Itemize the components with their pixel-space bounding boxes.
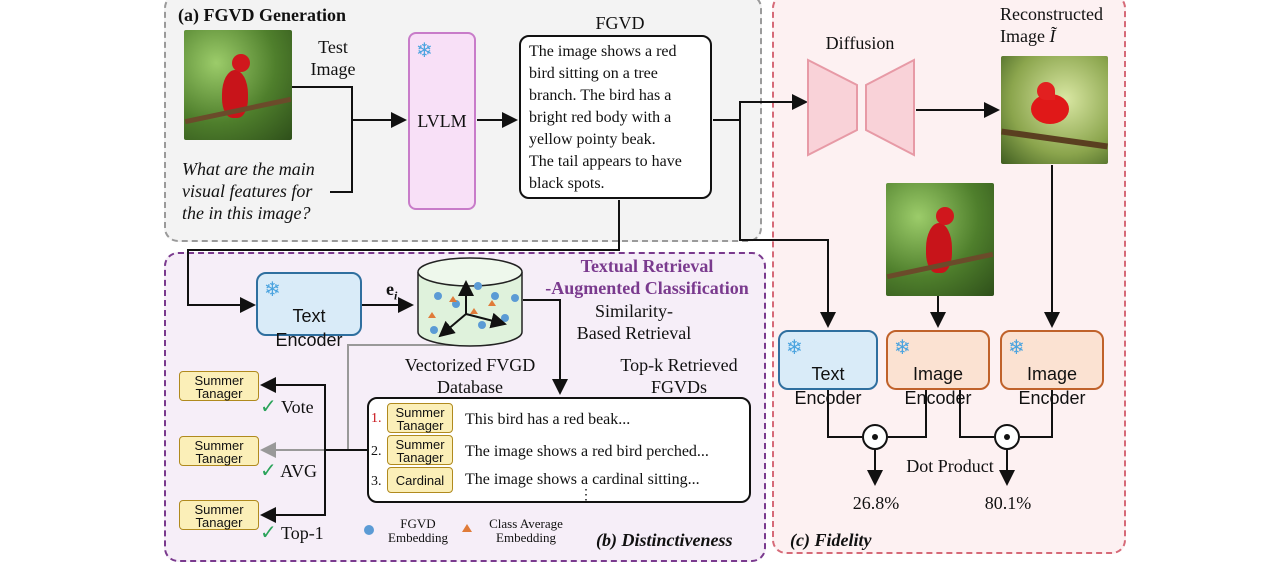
fidelity-score-2: 80.1% xyxy=(984,493,1032,513)
retrieved-index: 1. xyxy=(371,411,382,426)
connector-layer xyxy=(187,58,1060,535)
topk-label: Top-k Retrieved FGVDs xyxy=(620,355,738,397)
retrieved-class-tag: Cardinal xyxy=(387,467,453,493)
lvlm-box: ❄ LVLM xyxy=(408,32,476,210)
retrieved-text: This bird has a red beak... xyxy=(465,411,631,428)
database-label: Vectorized FVGD Database xyxy=(404,355,536,397)
fidelity-score-1: 26.8% xyxy=(852,493,900,513)
fgvd-description-box: The image shows a red bird sitting on a … xyxy=(519,35,712,199)
checkmark-icon: ✓ xyxy=(260,396,277,418)
similarity-retrieval-label: Similarity- Based Retrieval xyxy=(576,301,692,343)
retrieved-index: 2. xyxy=(371,444,382,459)
retrieved-text: The image shows a cardinal sitting... xyxy=(465,471,700,488)
checkmark-icon: ✓ xyxy=(260,522,277,544)
prediction-vote-label: ✓ Vote xyxy=(260,396,314,418)
lvlm-label: LVLM xyxy=(417,111,467,131)
reconstructed-label: Reconstructed Image Ĩ xyxy=(1000,4,1103,46)
reconstructed-bird-photo xyxy=(1001,56,1108,164)
diffusion-label: Diffusion xyxy=(825,33,895,53)
test-image-label: Test Image xyxy=(310,37,356,79)
text-encoder-c: ❄Text Encoder xyxy=(778,330,878,408)
prediction-top1-label: ✓ Top-1 xyxy=(260,522,324,544)
retrieved-index: 3. xyxy=(371,474,382,489)
snowflake-icon: ❄ xyxy=(416,38,433,62)
snowflake-icon: ❄ xyxy=(264,279,281,301)
original-bird-photo xyxy=(886,183,994,296)
retrieved-text: The image shows a red bird perched... xyxy=(465,443,709,460)
image-encoder-2: ❄Image Encoder xyxy=(1000,330,1104,408)
fgvd-text: The image shows a red bird sitting on a … xyxy=(529,43,682,192)
database-cylinder-icon xyxy=(417,257,523,347)
snowflake-icon: ❄ xyxy=(894,337,911,359)
prediction-avg-label: ✓ AVG xyxy=(260,460,317,482)
checkmark-icon: ✓ xyxy=(260,460,277,482)
text-encoder-b: ❄Text Encoder xyxy=(256,272,362,350)
embedding-label: ei xyxy=(386,279,398,303)
dot-product-label: Dot Product xyxy=(906,456,994,476)
panel-b-title: Textual Retrieval -Augmented Classificat… xyxy=(545,256,749,298)
test-bird-photo xyxy=(184,30,292,140)
panel-a-title: (a) FGVD Generation xyxy=(178,5,346,25)
legend-class-triangle xyxy=(462,524,472,532)
question-text: What are the main visual features for th… xyxy=(182,159,315,223)
snowflake-icon: ❄ xyxy=(786,337,803,359)
panel-c-caption: (c) Fidelity xyxy=(790,530,872,550)
image-encoder-1: ❄Image Encoder xyxy=(886,330,990,408)
fgvd-title: FGVD xyxy=(595,13,645,33)
legend-fgvd-circle xyxy=(364,525,374,535)
more-ellipsis: ⋮ xyxy=(579,488,593,503)
panel-b-caption: (b) Distinctiveness xyxy=(596,530,733,550)
snowflake-icon: ❄ xyxy=(1008,337,1025,359)
